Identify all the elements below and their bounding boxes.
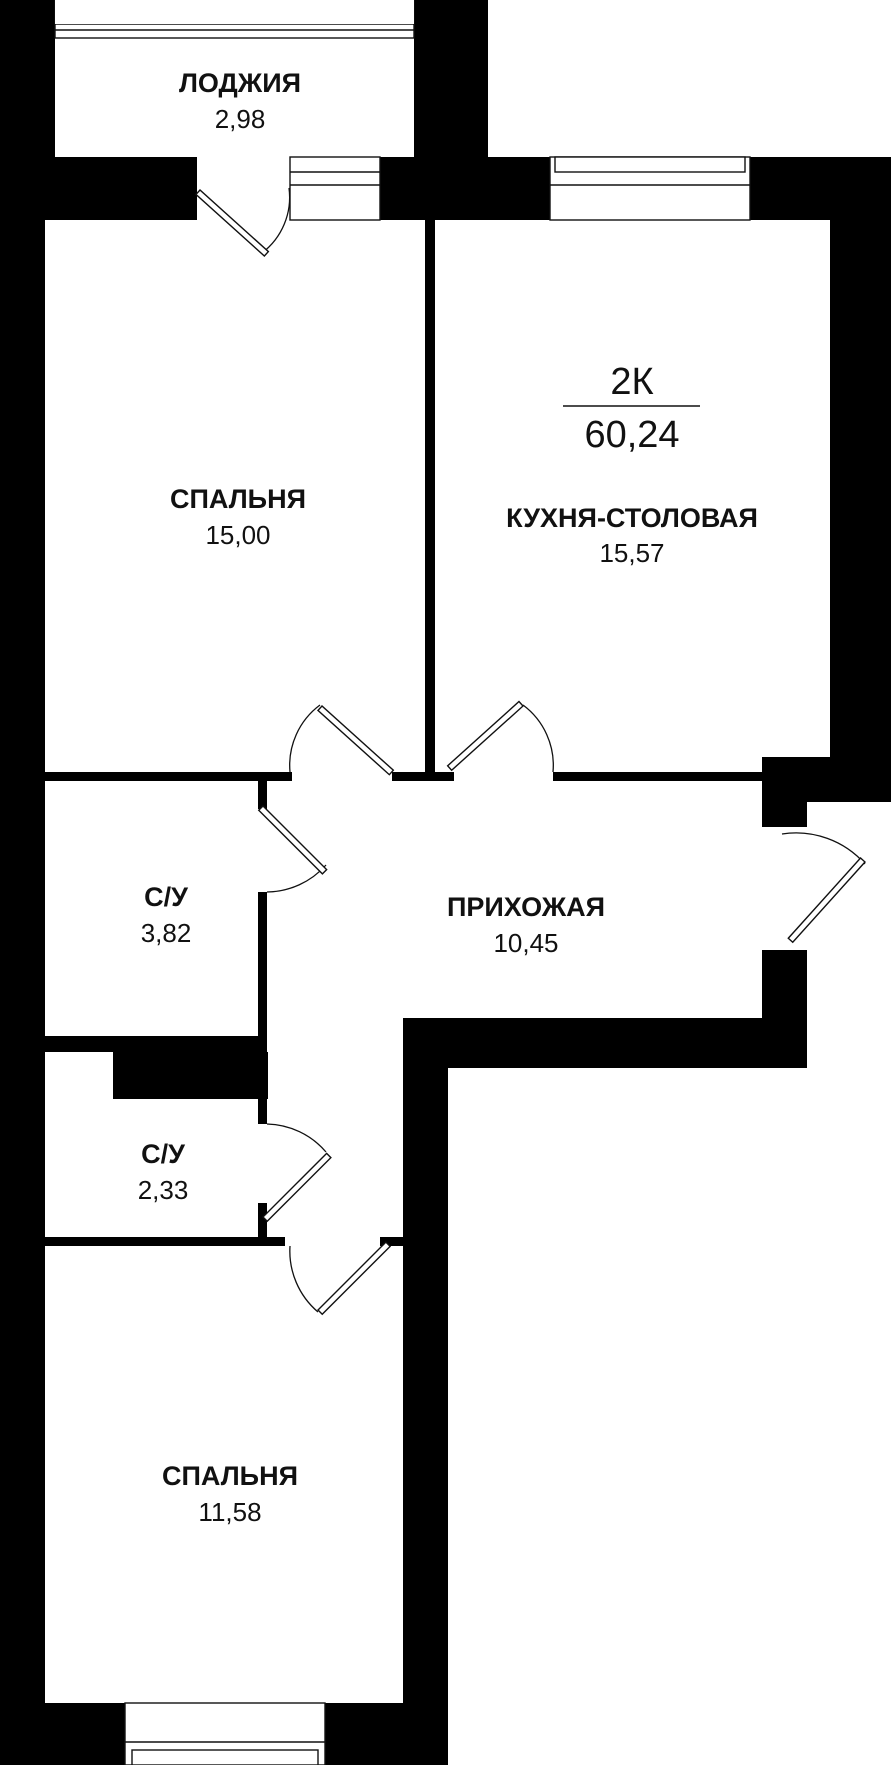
kitchen-name: КУХНЯ-СТОЛОВАЯ — [506, 503, 758, 533]
loggia-name: ЛОДЖИЯ — [179, 68, 301, 98]
bedroom1-name: СПАЛЬНЯ — [170, 484, 306, 514]
apartment-badge: 2К 60,24 — [563, 361, 700, 456]
bedroom2-name: СПАЛЬНЯ — [162, 1461, 298, 1491]
partitions — [45, 220, 762, 1246]
doors — [194, 187, 866, 1316]
bath1-name: С/У — [144, 882, 189, 912]
loggia-area: 2,98 — [215, 104, 266, 134]
apartment-type: 2К — [610, 361, 653, 403]
apartment-total-area: 60,24 — [584, 414, 679, 456]
bedroom1-area: 15,00 — [205, 520, 270, 550]
hallway-name: ПРИХОЖАЯ — [447, 892, 605, 922]
bedroom2-area: 11,58 — [198, 1497, 261, 1527]
room-labels: ЛОДЖИЯ 2,98 СПАЛЬНЯ 15,00 КУХНЯ-СТОЛОВАЯ… — [138, 68, 758, 1527]
bath2-area: 2,33 — [138, 1175, 189, 1205]
bath2-name: С/У — [141, 1139, 186, 1169]
kitchen-area: 15,57 — [599, 538, 664, 568]
bath1-area: 3,82 — [141, 918, 192, 948]
hallway-area: 10,45 — [493, 928, 558, 958]
windows — [54, 0, 751, 1765]
